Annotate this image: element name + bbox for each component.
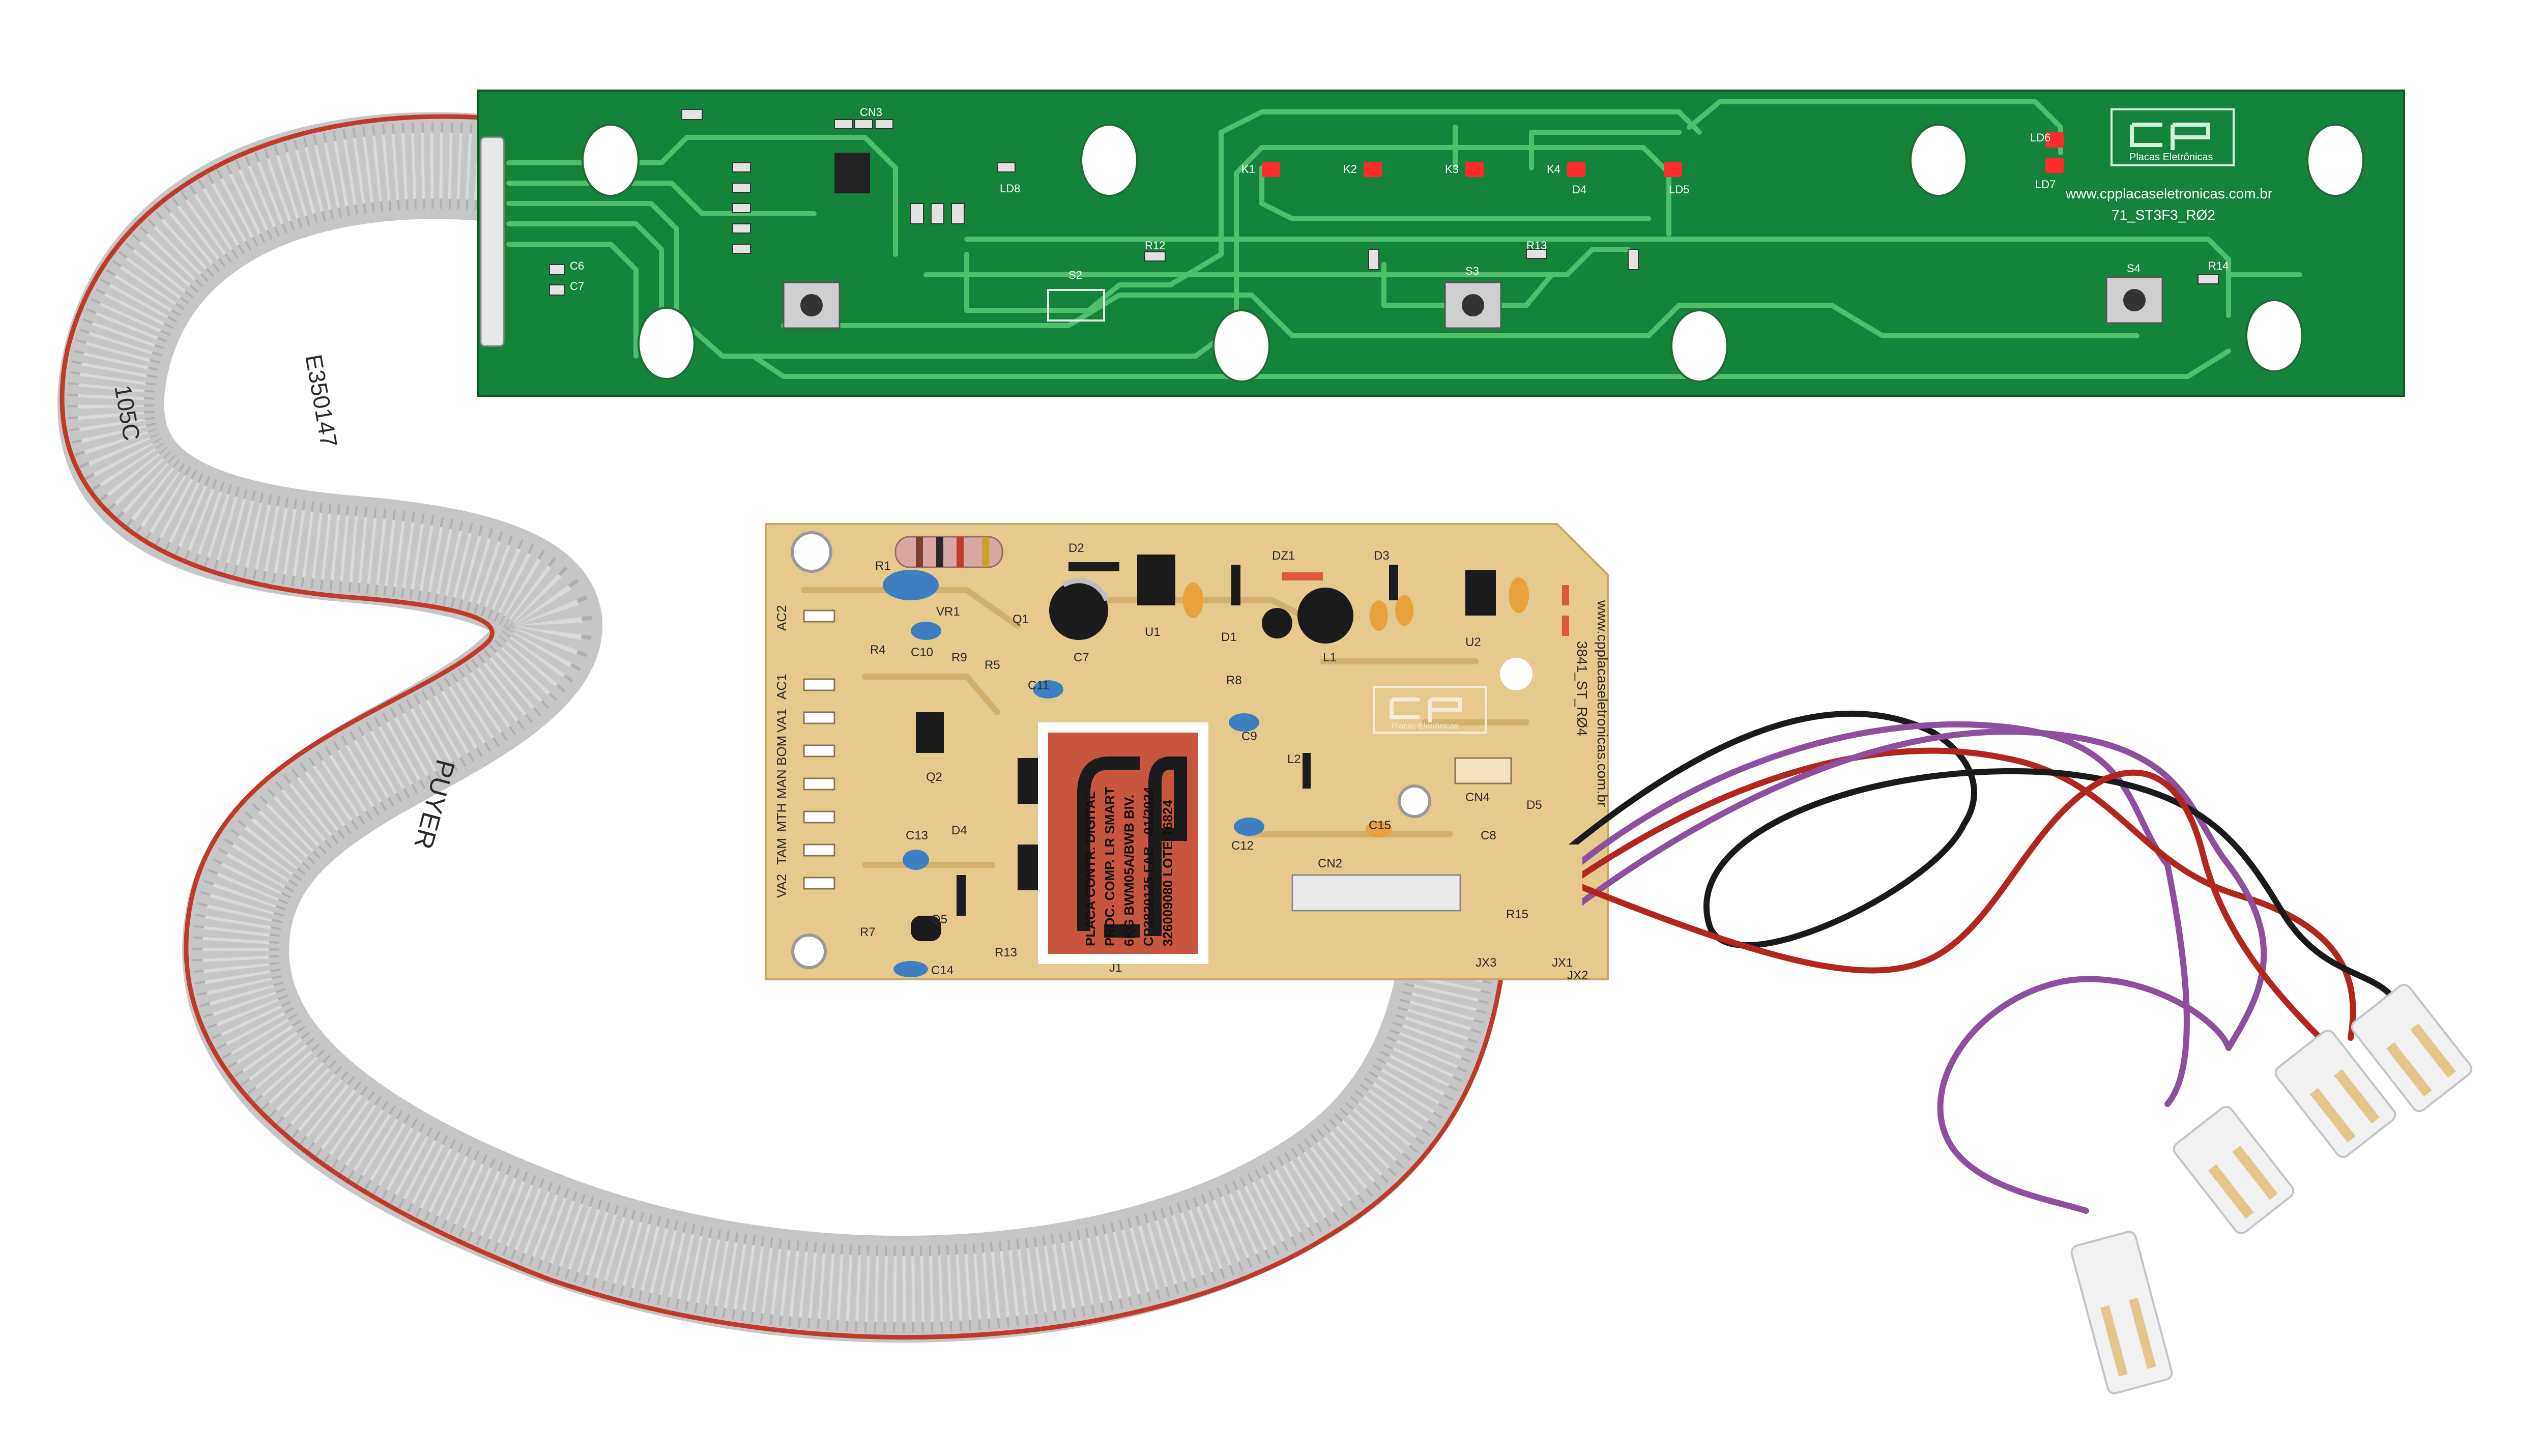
svg-text:K4: K4	[1547, 163, 1560, 176]
side-label-bom: BOM	[774, 736, 789, 766]
wire-terminal-connectors	[2070, 983, 2473, 1394]
svg-text:U1: U1	[1145, 625, 1161, 639]
side-label-ac1: AC1	[774, 674, 789, 700]
svg-text:L1: L1	[1323, 651, 1337, 664]
svg-text:CN3: CN3	[860, 106, 882, 119]
svg-text:R5: R5	[985, 658, 1000, 672]
svg-text:Q2: Q2	[926, 770, 942, 784]
svg-text:C9: C9	[1241, 730, 1257, 743]
side-label-tam: TAM	[774, 838, 789, 865]
svg-text:S3: S3	[1465, 265, 1479, 277]
svg-text:C15: C15	[1369, 819, 1391, 832]
beige-part-code: 3841_ST_RØ4	[1574, 641, 1590, 736]
svg-text:CN4: CN4	[1465, 791, 1490, 804]
resistor-r1	[894, 536, 1003, 568]
svg-text:C7: C7	[1074, 651, 1089, 664]
beige-cp-logo: Placas Eletrônicas	[1373, 686, 1487, 734]
ceramic-capacitors	[893, 577, 1529, 977]
svg-text:R13: R13	[1526, 239, 1547, 252]
svg-text:JX3: JX3	[1476, 956, 1496, 970]
beige-website: www.cpplacaseletronicas.com.br	[1595, 600, 1610, 807]
green-pcb-board: CN3 LD8 S2 R12 S3 R13 S4 R14 D4 LD5 LD6 …	[477, 90, 2405, 397]
connector-cn2	[1291, 874, 1461, 912]
svg-text:K3: K3	[1445, 163, 1459, 176]
label-line-2: PROC. COMP. LR SMART	[1102, 787, 1117, 946]
svg-text:C6: C6	[570, 259, 584, 272]
svg-text:C12: C12	[1231, 839, 1254, 853]
svg-text:VR1: VR1	[936, 605, 960, 619]
svg-text:LD6: LD6	[2030, 131, 2050, 144]
svg-text:D1: D1	[1221, 630, 1237, 644]
svg-text:LD7: LD7	[2035, 178, 2056, 191]
connector-cn4	[1454, 757, 1512, 784]
beige-mounting-holes	[791, 531, 1533, 969]
svg-text:R7: R7	[860, 925, 876, 939]
green-part-code: 71_ST3F3_RØ2	[2112, 207, 2215, 223]
svg-text:U2: U2	[1465, 635, 1481, 649]
svg-text:D3: D3	[1374, 549, 1390, 563]
label-line-5: 326009080 LOTE:76824	[1160, 800, 1175, 946]
svg-text:K1: K1	[1241, 163, 1255, 176]
svg-text:LD8: LD8	[1000, 182, 1020, 195]
green-smd-parts	[549, 109, 2219, 296]
svg-text:C14: C14	[931, 964, 953, 977]
beige-silkscreen: R1 VR1 D2 U1 DZ1 D3 D1 L1 U2 Q1 C10 C7 R…	[860, 541, 1588, 982]
svg-text:Q5: Q5	[931, 913, 947, 926]
svg-text:CN2: CN2	[1318, 857, 1342, 870]
svg-text:C8: C8	[1481, 829, 1496, 842]
svg-text:R12: R12	[1145, 239, 1165, 252]
label-line-3: 6KG BWM05A/BWB BIV.	[1121, 795, 1137, 946]
wire-harness	[1557, 710, 2405, 1214]
varistor-vr1	[883, 570, 939, 600]
svg-text:D4: D4	[951, 824, 967, 837]
svg-text:D4: D4	[1572, 183, 1586, 196]
svg-text:R14: R14	[2208, 259, 2229, 272]
beige-logo-text: Placas Eletrônicas	[1392, 722, 1459, 731]
beige-ics	[911, 555, 1496, 941]
svg-text:JX1: JX1	[1552, 956, 1573, 970]
beige-side-pads	[803, 609, 835, 890]
svg-text:R8: R8	[1226, 674, 1242, 687]
green-cp-logo: Placas Eletrônicas	[2111, 108, 2235, 166]
svg-text:D2: D2	[1068, 541, 1084, 555]
svg-text:R15: R15	[1506, 908, 1528, 921]
svg-text:S4: S4	[2127, 262, 2141, 275]
svg-text:Q1: Q1	[1013, 613, 1029, 626]
svg-text:K2: K2	[1343, 163, 1357, 176]
green-website: www.cpplacaseletronicas.com.br	[2065, 186, 2272, 201]
side-label-va2: VA2	[774, 874, 789, 898]
svg-text:D5: D5	[1526, 798, 1542, 812]
green-silkscreen: CN3 LD8 S2 R12 S3 R13 S4 R14 D4 LD5 LD6 …	[570, 106, 2229, 293]
green-tact-switches	[783, 276, 2163, 329]
green-leds	[1262, 132, 2064, 177]
side-label-man: MAN	[774, 769, 789, 799]
green-ic-chip	[834, 153, 870, 193]
svg-text:R9: R9	[951, 651, 967, 664]
beige-diodes	[957, 562, 1569, 916]
svg-text:L2: L2	[1287, 752, 1301, 766]
svg-text:R13: R13	[995, 946, 1017, 959]
green-mounting-holes	[582, 124, 2364, 383]
side-label-mth: MTH	[774, 803, 789, 832]
svg-text:S2: S2	[1068, 269, 1082, 281]
svg-text:R1: R1	[875, 559, 891, 573]
label-line-1: PLACA CONTR. DIGITAL	[1083, 791, 1098, 946]
electrolytic-capacitors	[1049, 578, 1353, 644]
svg-text:DZ1: DZ1	[1272, 549, 1295, 563]
green-logo-text: Placas Eletrônicas	[2129, 152, 2213, 163]
svg-text:LD5: LD5	[1669, 183, 1689, 196]
product-label: PLACA CONTR. DIGITAL PROC. COMP. LR SMAR…	[1038, 722, 1208, 964]
side-label-ac2: AC2	[774, 605, 789, 631]
beige-side-labels: AC2 AC1 VA1 BOM MAN MTH TAM VA2	[774, 605, 789, 898]
svg-text:C10: C10	[911, 646, 933, 659]
svg-text:C11: C11	[1028, 679, 1049, 692]
svg-text:R4: R4	[870, 643, 886, 657]
svg-text:C7: C7	[570, 280, 584, 293]
label-line-4: CP3820135 FAB - 01/2024	[1141, 787, 1156, 946]
svg-text:JX2: JX2	[1567, 969, 1588, 982]
side-label-va1: VA1	[774, 709, 789, 733]
svg-text:C13: C13	[906, 829, 928, 842]
